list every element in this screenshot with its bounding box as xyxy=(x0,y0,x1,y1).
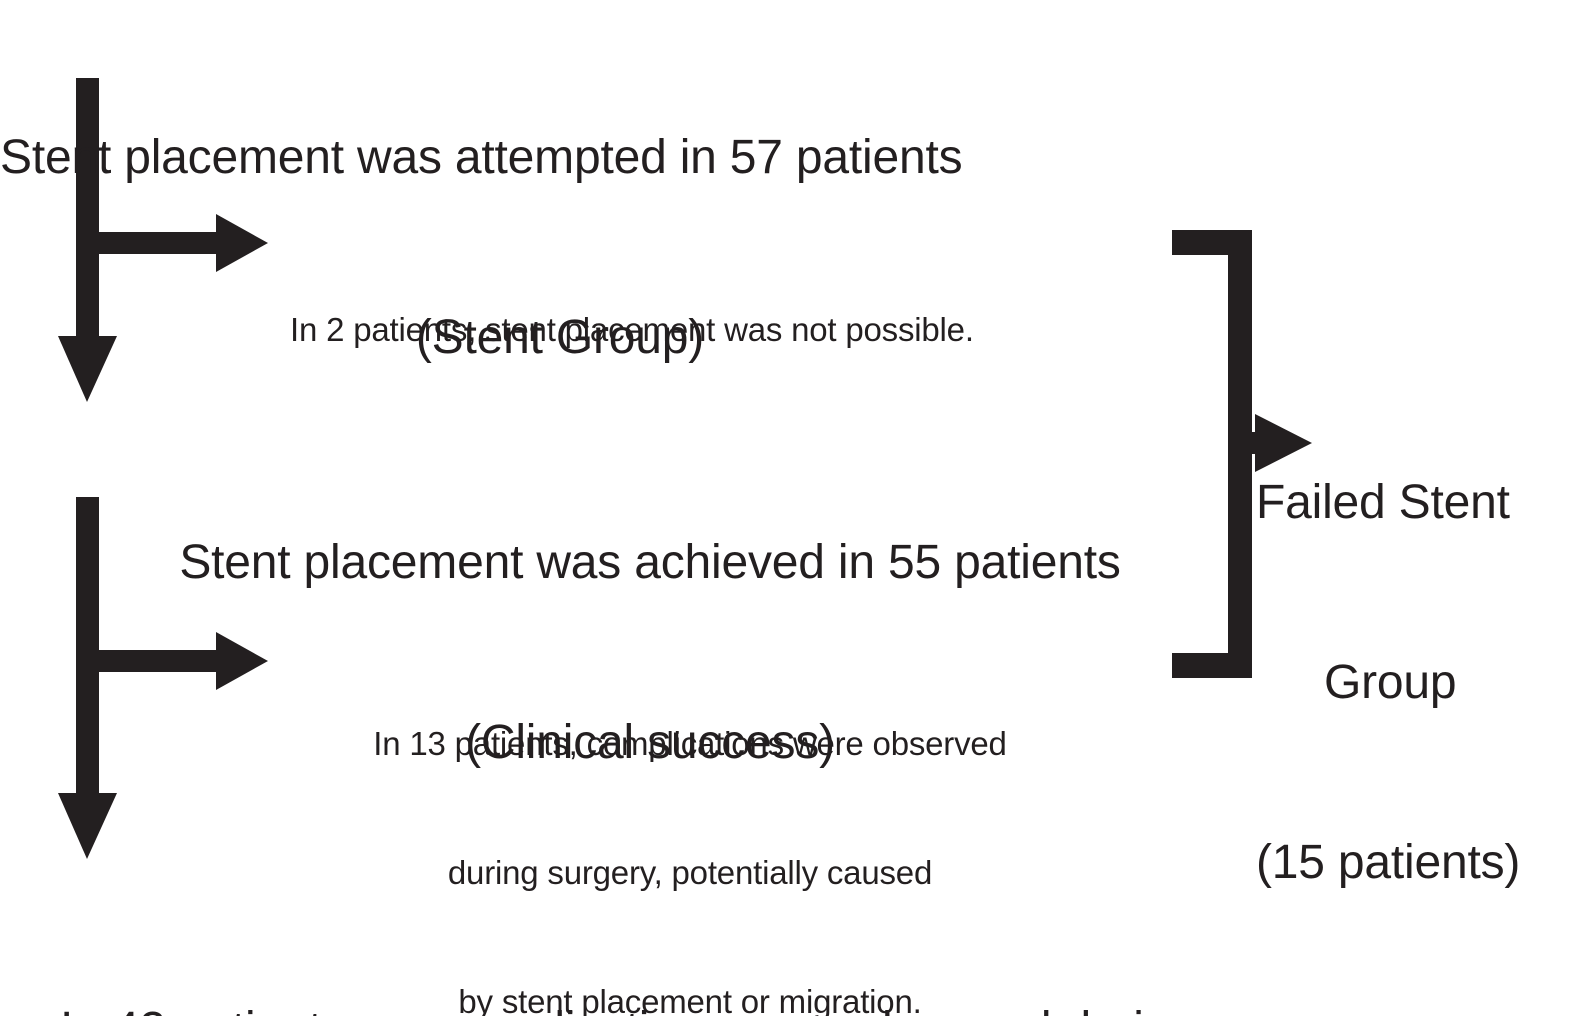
node-no-complications: In 42 patients, no complications were ob… xyxy=(60,880,1594,1016)
node-complications-line1: In 13 patients, complications were obser… xyxy=(373,725,1007,762)
node-complications-line3: by stent placement or migration. xyxy=(458,983,922,1016)
node-failed-stent-group-line1: Failed Stent xyxy=(1256,476,1510,529)
node-achieved-line2: (Clinical success) xyxy=(465,716,835,769)
node-no-complications-line1: In 42 patients, no complications were ob… xyxy=(60,1000,1594,1016)
node-failed-stent-group-line2: Group xyxy=(1324,656,1457,709)
node-attempted-line2: (Stent Group) xyxy=(415,311,705,364)
node-not-possible-line1: In 2 patients, stent placement was not p… xyxy=(290,311,974,348)
node-failed-stent-group-line3: (15 patients) xyxy=(1256,836,1521,889)
flow-trunk-lower xyxy=(76,497,99,797)
merge-bracket-spine xyxy=(1228,230,1252,678)
node-achieved: Stent placement was achieved in 55 patie… xyxy=(105,413,1195,893)
node-attempted: Stent placement was attempted in 57 pati… xyxy=(0,8,1120,488)
node-not-possible: In 2 patients, stent placement was not p… xyxy=(290,222,1170,437)
node-complications: In 13 patients, complications were obser… xyxy=(290,636,1090,1016)
merge-bracket-top-arm xyxy=(1172,230,1252,255)
node-failed-stent-group: Failed Stent Group (15 patients) xyxy=(1256,353,1594,1013)
node-achieved-line1: Stent placement was achieved in 55 patie… xyxy=(179,536,1121,589)
node-complications-line2: during surgery, potentially caused xyxy=(447,854,933,891)
node-attempted-line1: Stent placement was attempted in 57 pati… xyxy=(0,131,963,184)
